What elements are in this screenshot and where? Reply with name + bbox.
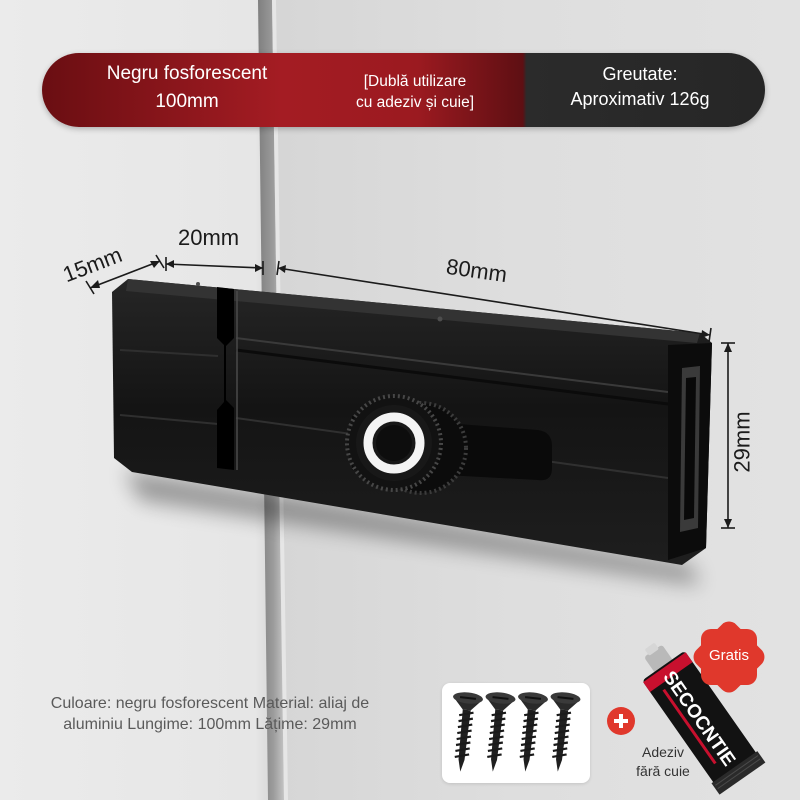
glue-label-line2: fără cuie xyxy=(636,763,690,779)
latch-pin-hole xyxy=(196,282,200,286)
banner-usage-line1: [Dublă utilizare xyxy=(363,73,467,90)
knob xyxy=(345,394,468,495)
banner-weight-label: Greutate: xyxy=(602,64,678,84)
length-dimension-line xyxy=(277,267,711,336)
block-dimension-line xyxy=(165,263,264,269)
banner-color-label: Negru fosforescent xyxy=(106,63,268,84)
glue-label-line1: Adeziv xyxy=(641,744,685,760)
block-split-gap xyxy=(217,287,234,470)
screw xyxy=(453,692,483,772)
block-dimension-label: 20mm xyxy=(178,225,240,250)
depth-dimension-line xyxy=(89,260,161,289)
screw xyxy=(485,692,516,772)
banner-length: 100mm xyxy=(155,91,219,112)
gratis-badge-label: Gratis xyxy=(708,647,749,664)
knob-glow-ring xyxy=(363,412,425,474)
screw xyxy=(550,692,581,772)
banner-usage-line2: cu adeziv și cuie] xyxy=(355,94,475,111)
banner-weight-value: Aproximativ 126g xyxy=(570,89,710,109)
spec-description: Culoare: negru fosforescent Material: al… xyxy=(50,695,370,733)
latch-shadow xyxy=(125,470,700,585)
info-banner xyxy=(42,53,765,127)
latch-pin-hole xyxy=(437,316,443,322)
latch-top-face xyxy=(126,279,700,343)
screw xyxy=(518,692,548,772)
